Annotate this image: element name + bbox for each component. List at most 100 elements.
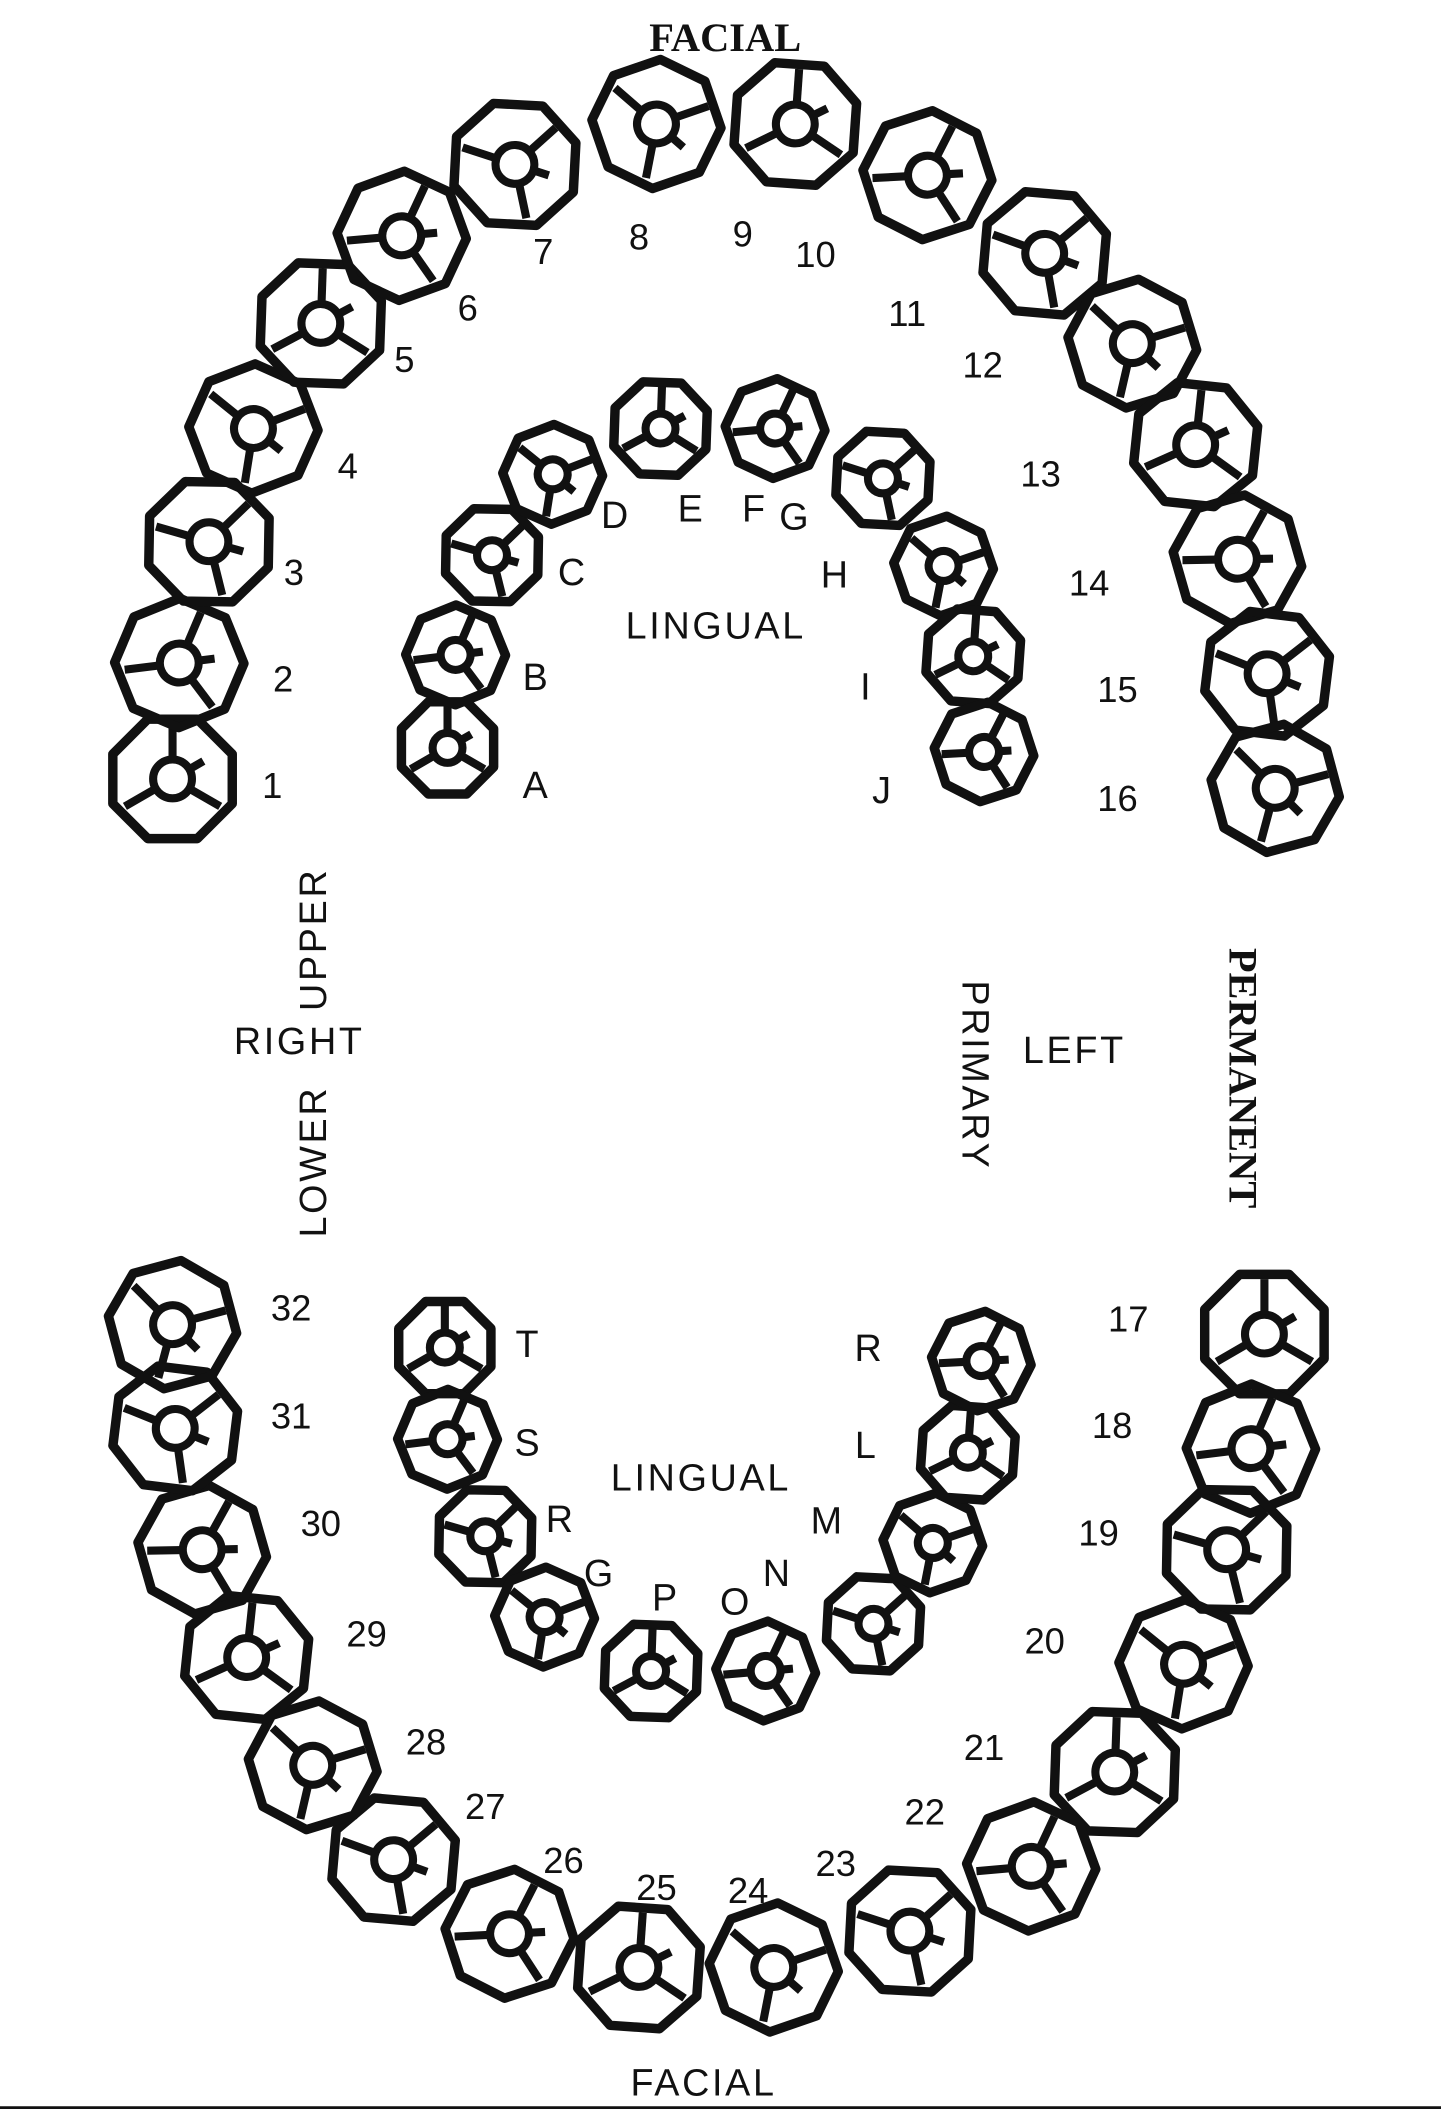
tooth-cusp-line <box>565 455 594 473</box>
tooth-center <box>1160 1640 1207 1688</box>
tooth-cusp-line <box>933 659 962 679</box>
permanent-label: PERMANENT <box>1220 948 1265 1208</box>
tooth-cusp-line <box>1227 1567 1244 1605</box>
tooth-cusp-line <box>790 1945 828 1965</box>
tooth-center <box>1108 320 1156 368</box>
tooth-center <box>473 536 512 575</box>
tooth-cusp-line <box>461 664 485 692</box>
tooth-number-label: C <box>558 551 588 593</box>
tooth-center <box>641 409 680 448</box>
tooth-lower-permanent-29 <box>179 1590 314 1725</box>
tooth-number-label: 22 <box>904 1792 944 1833</box>
tooth-center <box>370 1836 418 1884</box>
tooth-outline <box>396 697 499 799</box>
tooth-center <box>466 1517 505 1556</box>
tooth-center <box>436 635 475 674</box>
tooth-cusp-line <box>642 142 657 179</box>
tooth-cusp-line <box>881 1592 908 1617</box>
tooth-number-label: 32 <box>271 1288 311 1329</box>
tooth-number-label: H <box>821 554 851 596</box>
tooth-cusp-line <box>557 1598 586 1616</box>
tooth-number-label: O <box>720 1580 752 1622</box>
tooth-cusp-line <box>841 461 870 478</box>
tooth-cusp-line <box>458 730 474 744</box>
tooth-cusp-line <box>1214 1340 1250 1366</box>
tooth-cusp-line <box>1243 573 1270 609</box>
tooth-outline <box>109 593 249 733</box>
tooth-lower-primary-N <box>821 1572 926 1676</box>
tooth-cusp-line <box>505 555 520 567</box>
tooth-cusp-line <box>188 1391 222 1420</box>
tooth-cusp-line <box>780 1664 794 1674</box>
tooth-cusp-line <box>1143 353 1162 371</box>
tooth-cusp-line <box>920 1556 934 1586</box>
tooth-lower-permanent-31 <box>108 1361 243 1496</box>
tooth-outline <box>1063 274 1202 413</box>
tooth-cusp-line <box>330 1745 367 1764</box>
tooth-cusp-line <box>130 1282 162 1314</box>
tooth-number-label: G <box>584 1552 616 1594</box>
tooth-cusp-line <box>1044 271 1059 309</box>
tooth-cusp-line <box>455 1330 471 1344</box>
tooth-cusp-line <box>661 1675 690 1697</box>
tooth-cusp-line <box>124 661 161 674</box>
tooth-lower-primary-S <box>392 1384 503 1494</box>
tooth-cusp-line <box>986 1371 1008 1399</box>
tooth-cusp-line <box>1193 389 1206 426</box>
tooth-upper-permanent-7 <box>449 98 581 231</box>
tooth-number-label: 26 <box>543 1840 583 1881</box>
tooth-cusp-line <box>984 640 1000 654</box>
tooth-number-label: 27 <box>465 1786 505 1827</box>
tooth-cusp-line <box>1089 303 1121 334</box>
tooth-number-label: 30 <box>301 1503 341 1544</box>
tooth-cusp-line <box>1292 770 1330 788</box>
upper-label: UPPER <box>292 868 334 1011</box>
tooth-cusp-line <box>744 128 780 152</box>
tooth-cusp-line <box>970 613 981 642</box>
tooth-upper-permanent-15 <box>1200 606 1335 741</box>
tooth-cusp-line <box>1182 555 1219 565</box>
tooth-cusp-line <box>1244 1551 1262 1564</box>
tooth-outline <box>1181 1379 1321 1519</box>
tooth-center <box>378 212 426 260</box>
tooth-cusp-line <box>1196 1673 1214 1690</box>
tooth-outline <box>440 1864 579 2003</box>
tooth-outline <box>133 1480 272 1619</box>
tooth-cusp-line <box>809 131 844 159</box>
tooth-outline <box>729 57 862 190</box>
tooth-center <box>632 1651 671 1690</box>
tooth-number-label: N <box>763 1552 793 1594</box>
tooth-cusp-line <box>1259 1461 1288 1495</box>
tooth-center <box>297 299 345 347</box>
tooth-cusp-line <box>770 1680 794 1709</box>
tooth-cusp-line <box>673 102 710 122</box>
tooth-cusp-line <box>528 1927 546 1937</box>
tooth-cusp-line <box>652 1974 687 2002</box>
tooth-cusp-line <box>934 189 961 224</box>
tooth-cusp-line <box>173 1447 187 1484</box>
tooth-cusp-line <box>517 444 544 469</box>
tooth-number-label: 28 <box>406 1722 446 1763</box>
tooth-lower-primary-P <box>599 1619 703 1723</box>
tooth-outline <box>440 504 544 607</box>
tooth-cusp-line <box>532 166 551 180</box>
tooth-cusp-line <box>988 762 1011 790</box>
tooth-cusp-line <box>671 412 687 426</box>
tooth-center <box>1007 1842 1055 1890</box>
tooth-cusp-line <box>491 568 507 598</box>
tooth-cusp-line <box>455 1351 484 1373</box>
tooth-cusp-line <box>810 104 830 120</box>
tooth-outline <box>434 1485 537 1588</box>
tooth-upper-permanent-9 <box>729 57 862 190</box>
tooth-lower-permanent-17 <box>1199 1269 1329 1399</box>
tooth-cusp-line <box>484 1549 500 1579</box>
tooth-cusp-line <box>187 785 223 810</box>
tooth-lower-permanent-22 <box>961 1797 1101 1936</box>
tooth-number-label: M <box>811 1500 845 1542</box>
right-label: RIGHT <box>234 1020 365 1062</box>
tooth-number-label: 18 <box>1092 1405 1132 1446</box>
tooth-cusp-line <box>1195 1446 1233 1460</box>
tooth-cusp-line <box>723 1668 752 1679</box>
tooth-number-label: 4 <box>338 445 358 486</box>
tooth-cusp-line <box>1050 1859 1068 1869</box>
